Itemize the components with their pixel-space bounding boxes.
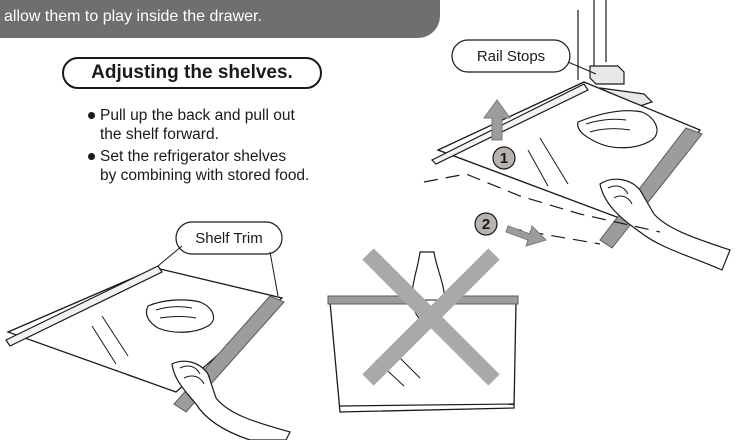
shelf-trim-leader [158,246,182,266]
rail-stop-block [590,66,624,84]
shelf-trim-label: Shelf Trim [195,230,263,247]
shelf-removal-illustration: 1 2 Rail Stops [424,0,730,270]
step-2-number: 2 [482,216,490,233]
step-1-number: 1 [500,150,508,167]
shelf-trim-leader [270,252,278,296]
shelf-trim-illustration: Shelf Trim [6,222,290,440]
shelf-glass [438,82,700,222]
rail-stops-label: Rail Stops [477,48,545,65]
incorrect-handling-illustration [328,252,518,412]
forward-arrow-icon [506,226,546,246]
